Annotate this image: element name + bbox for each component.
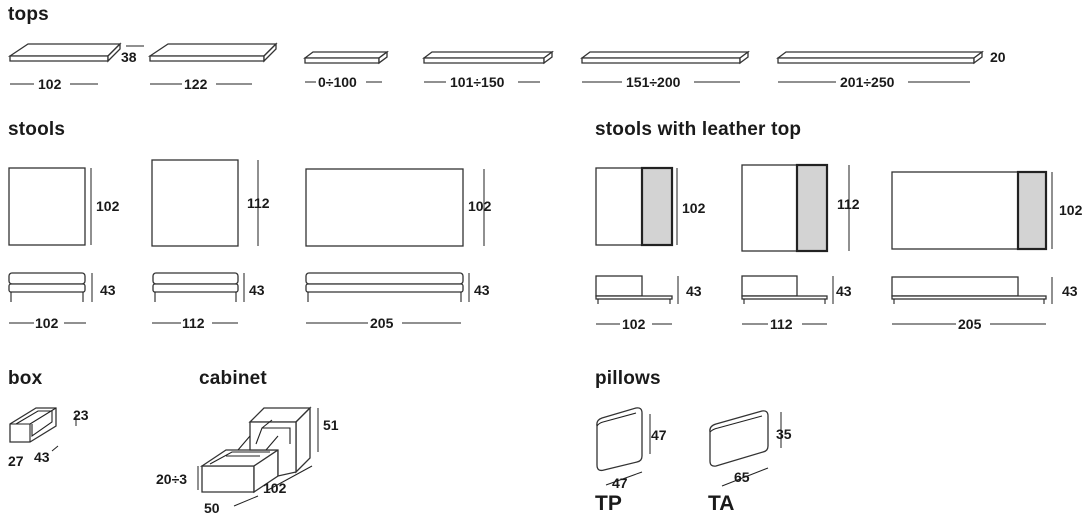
cabinet-width-label: 102 bbox=[263, 480, 287, 496]
stool-depth-label: 102 bbox=[96, 198, 120, 214]
cabinet-drawing bbox=[199, 406, 312, 494]
box-width-dim bbox=[51, 445, 59, 452]
top-drawing-151-200 bbox=[580, 50, 750, 65]
box-group: 23 43 27 bbox=[8, 407, 89, 469]
leather-stool-height-label: 43 bbox=[686, 283, 702, 299]
pillow-tp-height-label: 47 bbox=[651, 427, 667, 443]
top-drawing-102 bbox=[7, 42, 122, 63]
stool-plan-102 bbox=[8, 167, 86, 246]
pillow-code-tp: TP bbox=[595, 492, 622, 515]
section-title-cabinet: cabinet bbox=[199, 368, 267, 389]
leather-stool-width-label: 205 bbox=[958, 316, 982, 332]
box-width-label: 43 bbox=[34, 449, 50, 465]
leather-stool-plan-102 bbox=[595, 166, 674, 247]
top-width-label: 102 bbox=[38, 76, 62, 92]
pillow-ta-drawing bbox=[709, 410, 769, 467]
top-drawing-0-100 bbox=[303, 50, 389, 65]
pillow-ta-width-dim bbox=[721, 467, 769, 487]
section-title-tops: tops bbox=[8, 4, 49, 25]
leather-stool-elevation-102 bbox=[595, 275, 673, 304]
top-width-label: 122 bbox=[184, 76, 208, 92]
leather-stool-plan-205 bbox=[891, 170, 1048, 251]
leather-stool-depth-label: 102 bbox=[1059, 202, 1083, 218]
cabinet-depth-dim bbox=[233, 495, 259, 507]
tops-group: 38 102 122 0÷100 101÷150 bbox=[7, 42, 1006, 92]
pillow-code-ta: TA bbox=[708, 492, 735, 515]
pillow-ta-height-label: 35 bbox=[776, 426, 792, 442]
leather-stool-width-label: 102 bbox=[622, 316, 646, 332]
stool-elevation-205 bbox=[305, 272, 464, 302]
leather-stool-width-label: 112 bbox=[770, 316, 793, 332]
pillow-tp-width-label: 47 bbox=[612, 475, 628, 491]
pillow-ta-width-label: 65 bbox=[734, 469, 750, 485]
leather-stool-height-label: 43 bbox=[836, 283, 852, 299]
stool-width-label: 102 bbox=[35, 315, 59, 331]
top-drawing-201-250 bbox=[776, 50, 984, 65]
pillows-group: 47 47 35 65 bbox=[596, 407, 792, 491]
top-width-label: 0÷100 bbox=[318, 74, 357, 90]
stool-height-label: 43 bbox=[100, 282, 116, 298]
cabinet-width-dim bbox=[267, 465, 313, 491]
stool-width-label: 205 bbox=[370, 315, 394, 331]
top-width-label: 101÷150 bbox=[450, 74, 505, 90]
stool-depth-label: 112 bbox=[247, 195, 270, 211]
top-drawing-122 bbox=[147, 42, 278, 63]
stools-leather-group: 102 112 102 43 102 bbox=[595, 163, 1083, 332]
section-title-pillows: pillows bbox=[595, 368, 661, 389]
box-depth-label: 27 bbox=[8, 453, 24, 469]
box-drawing bbox=[9, 407, 57, 443]
stool-width-label: 112 bbox=[182, 315, 205, 331]
top-drawing-101-150 bbox=[422, 50, 554, 65]
leather-stool-elevation-205 bbox=[891, 276, 1047, 304]
cabinet-height-label: 51 bbox=[323, 417, 339, 433]
leather-stool-plan-112 bbox=[741, 163, 829, 253]
stool-elevation-102 bbox=[8, 272, 86, 302]
cabinet-plinth-label: 20÷3 bbox=[156, 471, 187, 487]
section-title-stools-leather: stools with leather top bbox=[595, 119, 802, 140]
top-thickness-label: 38 bbox=[121, 49, 137, 65]
stool-depth-label: 102 bbox=[468, 198, 492, 214]
leather-stool-height-label: 43 bbox=[1062, 283, 1078, 299]
cabinet-group: 51 20÷3 50 102 bbox=[156, 406, 339, 516]
stool-height-label: 43 bbox=[474, 282, 490, 298]
leather-stool-depth-label: 102 bbox=[682, 200, 706, 216]
stool-elevation-112 bbox=[152, 272, 239, 302]
box-height-label: 23 bbox=[73, 407, 89, 423]
stool-height-label: 43 bbox=[249, 282, 265, 298]
stool-plan-205 bbox=[305, 168, 464, 247]
pillow-tp-drawing bbox=[596, 407, 643, 472]
stool-plan-112 bbox=[151, 159, 239, 247]
top-width-label: 151÷200 bbox=[626, 74, 681, 90]
section-title-box: box bbox=[8, 368, 43, 389]
top-thickness-label: 20 bbox=[990, 49, 1006, 65]
cabinet-depth-label: 50 bbox=[204, 500, 220, 516]
stools-group: 102 112 102 43 102 43 112 bbox=[8, 159, 492, 331]
section-title-stools: stools bbox=[8, 119, 66, 140]
leather-stool-depth-label: 112 bbox=[837, 196, 860, 212]
pillow-tp-width-dim bbox=[605, 471, 643, 486]
leather-stool-elevation-112 bbox=[741, 275, 828, 304]
top-width-label: 201÷250 bbox=[840, 74, 895, 90]
